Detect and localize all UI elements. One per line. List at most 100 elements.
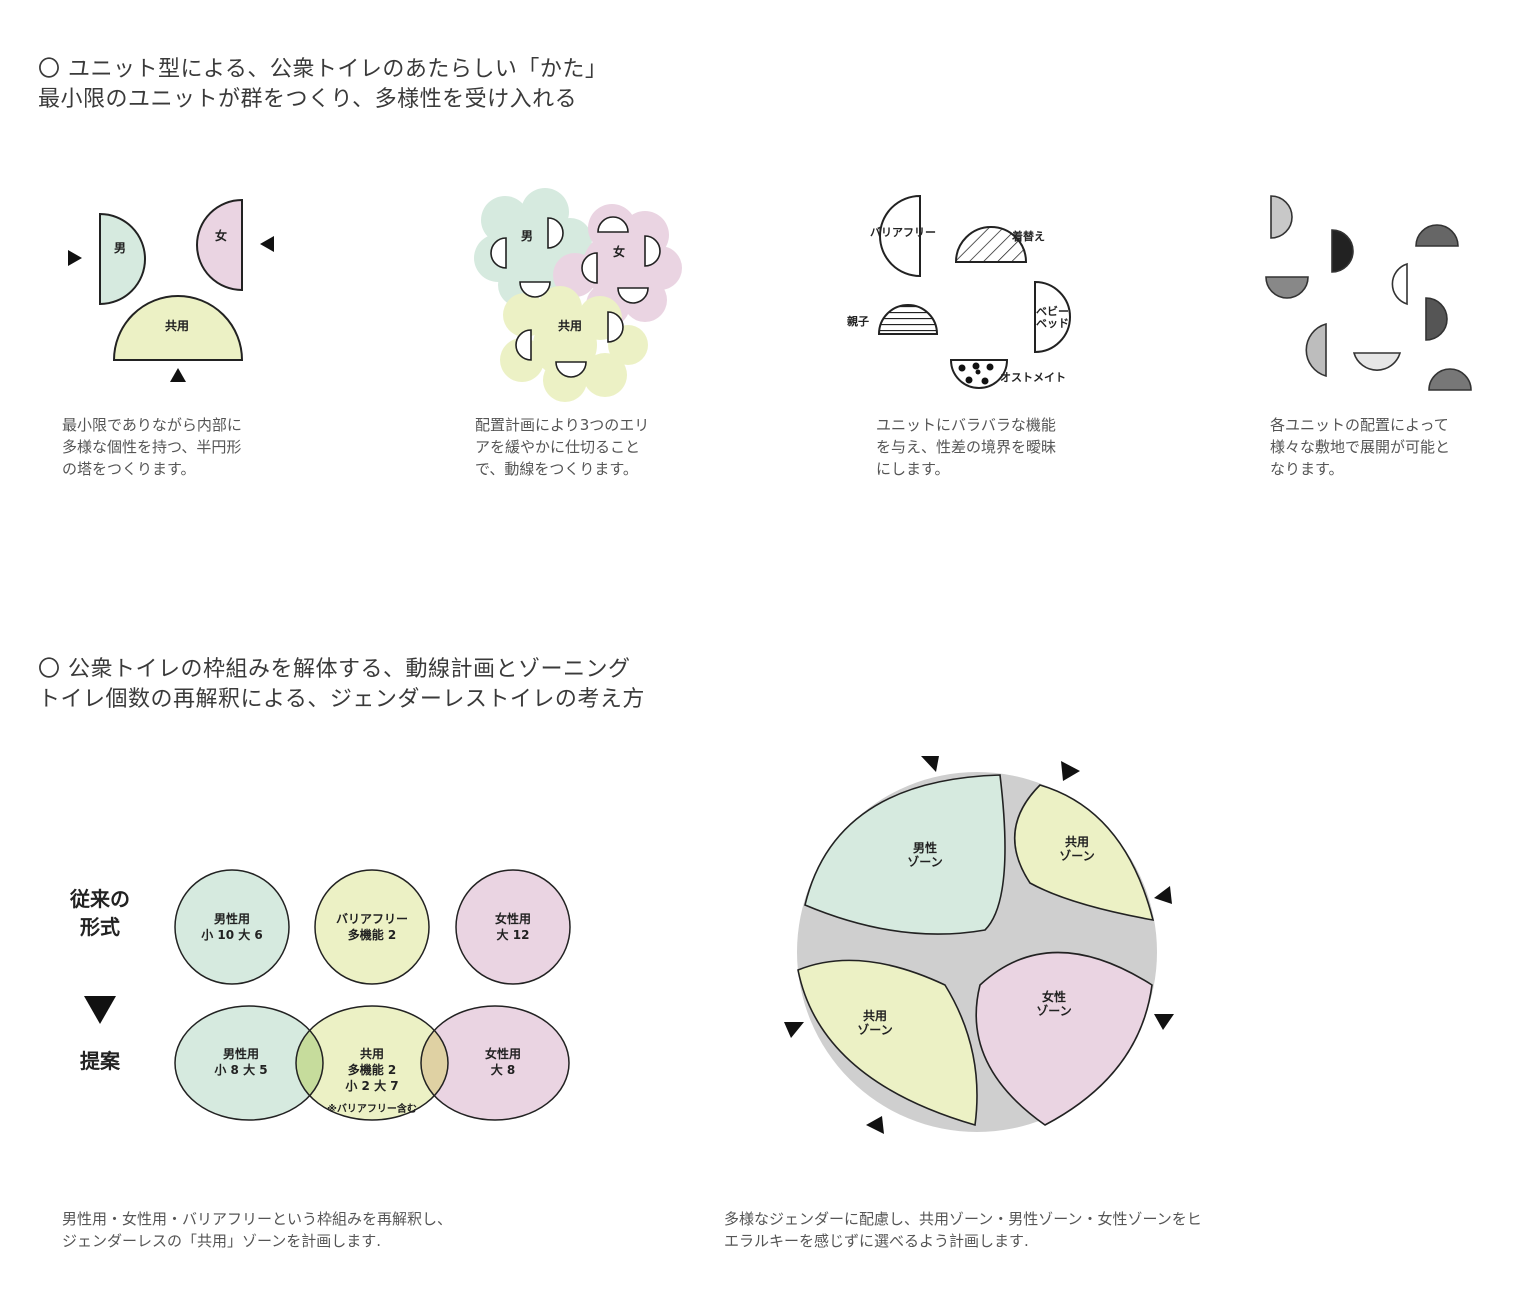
conventional-male-count: 小 10 大 6 bbox=[201, 927, 263, 942]
barrier-free-label: バリアフリー bbox=[870, 226, 936, 239]
female-unit bbox=[196, 198, 243, 292]
proposal-shared-count: 多機能 2 bbox=[348, 1062, 397, 1077]
male-zone-label: ゾーン bbox=[907, 854, 942, 869]
conventional-barrier-free-label: バリアフリー bbox=[336, 912, 408, 926]
section1-heading-line1: 〇 ユニット型による、公衆トイレのあたらしい「かた」 bbox=[38, 57, 608, 82]
section2-heading-line1: 〇 公衆トイレの枠組みを解体する、動線計画とゾーニング bbox=[38, 657, 631, 682]
baby-bed-label: ベビー bbox=[1036, 304, 1069, 318]
section2-caption-right-line: エラルキーを感じずに選べるよう計画します. bbox=[724, 1232, 1029, 1250]
section2-caption-right: 多様なジェンダーに配慮し、共用ゾーン・男性ゾーン・女性ゾーンをヒ エラルキーを感… bbox=[724, 1208, 1202, 1252]
panel1-caption-line: 多様な個性を持つ、半円形 bbox=[62, 438, 242, 456]
male-label: 男 bbox=[114, 241, 126, 255]
barrier-free-unit bbox=[879, 194, 921, 278]
panel1-caption-line: 最小限でありながら内部に bbox=[62, 416, 242, 434]
male-zone-label: 男性 bbox=[913, 840, 937, 855]
male-unit bbox=[99, 212, 146, 306]
changing-label: 着替え bbox=[1011, 229, 1045, 243]
shared-zone-top-label: 共用 bbox=[1065, 834, 1089, 849]
entry-arrow-icon bbox=[1061, 761, 1080, 781]
proposal-shared-label: 共用 bbox=[360, 1046, 384, 1061]
section2-caption-left: 男性用・女性用・バリアフリーという枠組みを再解釈し、 ジェンダーレスの「共用」ゾ… bbox=[62, 1208, 452, 1252]
male-label: 男 bbox=[521, 229, 533, 243]
panel4-caption-line: 各ユニットの配置によって bbox=[1270, 416, 1449, 434]
conventional-label: 形式 bbox=[80, 915, 120, 939]
proposal-shared-ellipse bbox=[296, 1006, 448, 1120]
panel1-diagram bbox=[99, 198, 244, 361]
panel1-caption-line: の塔をつくります。 bbox=[62, 460, 196, 478]
panel3-caption: ユニットにバラバラな機能 を与え、性差の境界を曖昧 にします。 bbox=[876, 414, 1056, 480]
entry-arrow-icon bbox=[1154, 1014, 1174, 1030]
shared-label: 共用 bbox=[165, 318, 189, 333]
panel1-caption: 最小限でありながら内部に 多様な個性を持つ、半円形 の塔をつくります。 bbox=[62, 414, 242, 480]
proposal-circles bbox=[174, 1005, 570, 1121]
panel3-caption-line: ユニットにバラバラな機能 bbox=[876, 416, 1056, 434]
zoning-diagram bbox=[797, 772, 1157, 1132]
zoning-arrows bbox=[784, 756, 1174, 1134]
conventional-circles bbox=[174, 869, 571, 985]
female-label: 女 bbox=[215, 228, 227, 243]
female-label: 女 bbox=[613, 244, 625, 259]
shared-zone-top bbox=[1013, 784, 1155, 922]
section2-caption-left-line: ジェンダーレスの「共用」ゾーンを計画します. bbox=[62, 1232, 382, 1250]
conventional-barrier-free-circle bbox=[314, 869, 430, 985]
baby-bed-unit bbox=[1034, 280, 1071, 354]
shared-zone-top-label: ゾーン bbox=[1059, 848, 1094, 863]
panel2-caption-line: アを緩やかに仕切ること bbox=[475, 438, 641, 456]
conventional-female-circle bbox=[455, 869, 571, 985]
panel4-caption: 各ユニットの配置によって 様々な敷地で展開が可能と なります。 bbox=[1270, 414, 1450, 480]
conventional-label: 従来の bbox=[69, 887, 130, 911]
proposal-label: 提案 bbox=[80, 1049, 121, 1073]
proposal-note: ※バリアフリー含む bbox=[327, 1102, 417, 1115]
entry-arrow-icon bbox=[170, 368, 186, 382]
conventional-male-circle bbox=[174, 869, 290, 985]
panel2-caption-line: で、動線をつくります。 bbox=[475, 460, 638, 478]
panel2-caption: 配置計画により3つのエリ アを緩やかに仕切ること で、動線をつくります。 bbox=[475, 414, 649, 480]
down-arrow-icon bbox=[84, 996, 116, 1024]
proposal-female-ellipse bbox=[421, 1006, 569, 1120]
parent-child-unit bbox=[877, 304, 939, 335]
entry-arrow-icon bbox=[260, 236, 274, 252]
shared-unit bbox=[112, 295, 244, 361]
panel4-caption-line: なります。 bbox=[1270, 460, 1344, 478]
proposal-female-count: 大 8 bbox=[491, 1062, 516, 1077]
female-zone-label: ゾーン bbox=[1036, 1003, 1071, 1018]
panel4-units bbox=[1265, 195, 1472, 391]
section2-caption-right-line: 多様なジェンダーに配慮し、共用ゾーン・男性ゾーン・女性ゾーンをヒ bbox=[724, 1210, 1202, 1228]
proposal-male-count: 小 8 大 5 bbox=[214, 1062, 267, 1077]
panel3-units bbox=[877, 194, 1071, 389]
female-zone bbox=[975, 951, 1153, 1126]
conventional-female-count: 大 12 bbox=[497, 927, 530, 942]
panel2-units bbox=[490, 216, 661, 378]
parent-child-label: 親子 bbox=[847, 314, 869, 328]
shared-zone-left-label: ゾーン bbox=[857, 1022, 892, 1037]
proposal-female-label: 女性用 bbox=[485, 1046, 521, 1061]
proposal-male-label: 男性用 bbox=[223, 1046, 259, 1061]
entry-arrow-icon bbox=[68, 250, 82, 266]
shared-zone-left bbox=[797, 959, 978, 1127]
ostomate-dots bbox=[958, 362, 994, 385]
panel4-caption-line: 様々な敷地で展開が可能と bbox=[1270, 438, 1451, 456]
conventional-male-label: 男性用 bbox=[214, 911, 250, 926]
section2-caption-left-line: 男性用・女性用・バリアフリーという枠組みを再解釈し、 bbox=[62, 1210, 453, 1228]
changing-unit bbox=[954, 226, 1028, 263]
proposal-shared-count: 小 2 大 7 bbox=[345, 1078, 398, 1093]
shared-zone-left-label: 共用 bbox=[863, 1008, 887, 1023]
entry-arrow-icon bbox=[866, 1116, 884, 1134]
baby-bed-label: ベッド bbox=[1036, 317, 1069, 330]
section2-heading: 〇 公衆トイレの枠組みを解体する、動線計画とゾーニング トイレ個数の再解釈による… bbox=[38, 655, 645, 715]
conventional-female-label: 女性用 bbox=[495, 911, 531, 926]
entry-arrow-icon bbox=[921, 756, 939, 772]
female-zone-label: 女性 bbox=[1042, 989, 1066, 1004]
entry-arrow-icon bbox=[1154, 886, 1172, 904]
proposal-male-ellipse bbox=[175, 1006, 323, 1120]
panel2-caption-line: 配置計画により3つのエリ bbox=[475, 416, 650, 434]
shared-label: 共用 bbox=[558, 318, 582, 333]
panel1-arrows bbox=[68, 236, 274, 382]
male-zone bbox=[804, 774, 1006, 935]
section1-heading-line2: 最小限のユニットが群をつくり、多様性を受け入れる bbox=[38, 87, 578, 112]
panel3-caption-line: にします。 bbox=[876, 460, 950, 478]
section1-heading: 〇 ユニット型による、公衆トイレのあたらしい「かた」 最小限のユニットが群をつく… bbox=[38, 55, 607, 115]
ostomate-label: オストメイト bbox=[1000, 371, 1066, 384]
panel3-caption-line: を与え、性差の境界を曖昧 bbox=[876, 438, 1057, 456]
